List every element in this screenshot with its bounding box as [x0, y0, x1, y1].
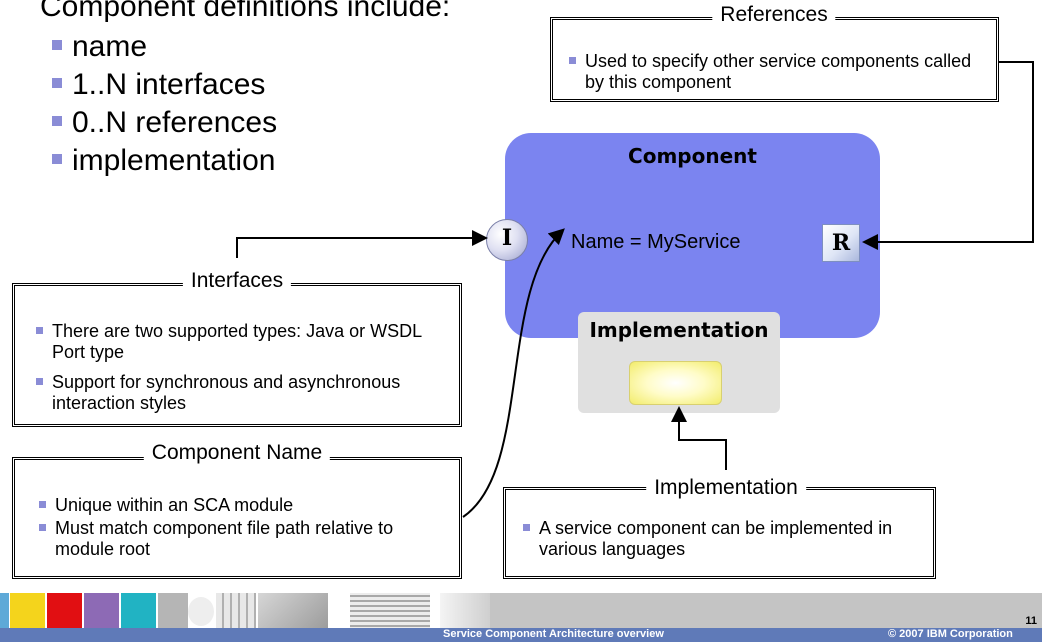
component-name-callout: [12, 457, 462, 579]
component-name-callout-title: Component Name: [143, 441, 331, 465]
callout-item-text: Unique within an SCA module: [55, 495, 294, 515]
callout-item-text: Used to specify other service components…: [585, 51, 972, 92]
interface-glyph: I: [501, 225, 513, 251]
callout-item-text: There are two supported types: Java or W…: [52, 321, 422, 362]
bullet-marker: [39, 501, 46, 508]
interfaces-connector: [236, 230, 488, 258]
bullet-item: name: [52, 30, 147, 64]
bullet-item: 0..N references: [52, 106, 277, 140]
bullet-text: 1..N interfaces: [72, 68, 266, 101]
footer-band: 11: [0, 593, 1042, 630]
bullet-item: implementation: [52, 144, 275, 178]
implementation-connector: [671, 406, 727, 470]
photo-tile: [440, 593, 490, 630]
photo-tile: [188, 597, 214, 626]
interface-icon: I: [486, 219, 528, 261]
callout-item: There are two supported types: Java or W…: [36, 321, 452, 363]
gray-band: [490, 593, 1042, 630]
implementation-box: [629, 361, 722, 405]
footer-center-text: Service Component Architecture overview: [443, 628, 664, 640]
photo-tile: [350, 593, 430, 630]
component-name-connector: [462, 228, 565, 518]
bullet-marker: [52, 116, 62, 127]
component-title: Component: [628, 144, 757, 168]
callout-item: Unique within an SCA module: [39, 495, 445, 516]
references-connector: [862, 61, 1034, 250]
photo-tile: [158, 593, 188, 630]
bullet-item: 1..N interfaces: [52, 68, 265, 102]
component-shape: [505, 133, 880, 338]
callout-item: A service component can be implemented i…: [523, 518, 924, 560]
callout-item: Support for synchronous and asynchronous…: [36, 372, 452, 414]
slide-title: Component definitions include:: [40, 0, 451, 23]
bullet-marker: [569, 57, 576, 64]
reference-icon: R: [822, 224, 860, 262]
reference-glyph: R: [831, 230, 851, 256]
bullet-marker: [36, 327, 43, 334]
references-callout: [550, 17, 999, 102]
bullet-marker: [52, 154, 62, 165]
bullet-marker: [52, 40, 62, 51]
color-tile: [10, 593, 45, 630]
callout-item: Used to specify other service components…: [569, 51, 990, 93]
color-tile: [47, 593, 82, 630]
component-name-text: Name = MyService: [571, 231, 741, 253]
photo-tile: [216, 593, 256, 630]
callout-item-text: A service component can be implemented i…: [539, 518, 893, 559]
callout-item: Must match component file path relative …: [39, 518, 445, 560]
bullet-text: implementation: [72, 144, 276, 177]
footer-strip: [0, 628, 1042, 642]
bullet-text: name: [72, 30, 148, 63]
page-number: 11: [1025, 615, 1037, 627]
interfaces-callout-title: Interfaces: [182, 269, 292, 293]
color-tile: [84, 593, 119, 630]
bullet-text: 0..N references: [72, 106, 278, 139]
bullet-marker: [52, 78, 62, 89]
bullet-marker: [523, 524, 530, 531]
color-tile: [0, 593, 9, 630]
bullet-marker: [39, 524, 46, 531]
references-callout-title: References: [712, 3, 836, 27]
callout-item-text: Support for synchronous and asynchronous…: [52, 372, 401, 413]
photo-tile: [258, 593, 328, 630]
callout-item-text: Must match component file path relative …: [55, 518, 394, 559]
bullet-marker: [36, 378, 43, 385]
implementation-tab-label: Implementation: [589, 318, 769, 342]
copyright-text: © 2007 IBM Corporation: [888, 628, 1013, 640]
implementation-callout-title: Implementation: [646, 476, 806, 500]
color-tile: [121, 593, 156, 630]
interfaces-callout: [12, 283, 462, 427]
